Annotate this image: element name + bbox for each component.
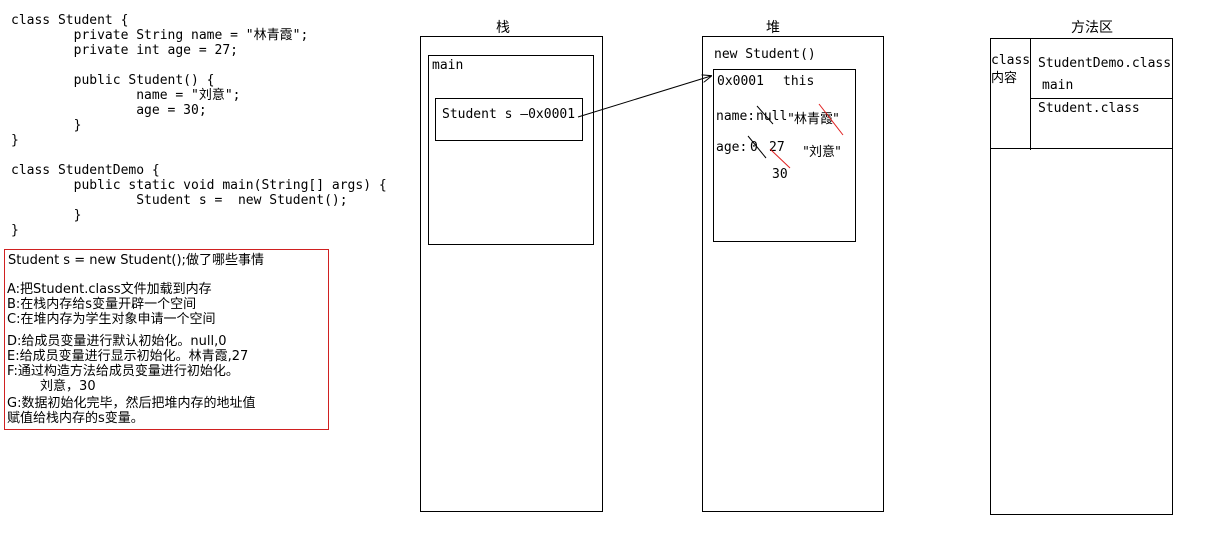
notes-box: Student s = new Student();做了哪些事情 A:把Stud… [4, 249, 329, 430]
name-constructor-value: "刘意" [803, 145, 841, 160]
note-line-g: G:数据初始化完毕，然后把堆内存的地址值 [7, 396, 256, 411]
note-line-d: D:给成员变量进行默认初始化。null,0 [7, 334, 227, 349]
stack-variable-box [435, 98, 583, 141]
main-frame [428, 55, 594, 245]
code-line: private String name = "林青霞"; [11, 28, 309, 43]
code-line: } [11, 208, 82, 223]
note-line-a: A:把Student.class文件加载到内存 [7, 282, 212, 297]
code-line: age = 30; [11, 103, 207, 118]
object-address: 0x0001 [717, 74, 764, 89]
note-line-g2: 赋值给栈内存的s变量。 [7, 411, 144, 426]
code-line: public Student() { [11, 73, 215, 88]
student-class-entry: Student.class [1038, 101, 1140, 116]
heap-region [702, 36, 884, 512]
method-area-title: 方法区 [1071, 20, 1113, 36]
class-content-divider [1030, 38, 1031, 150]
note-line-c: C:在堆内存为学生对象申请一个空间 [7, 312, 216, 327]
code-line: private int age = 27; [11, 43, 238, 58]
name-default-value: null [756, 109, 788, 124]
object-this-label: this [783, 74, 815, 89]
studentdemo-main-entry: main [1042, 78, 1074, 93]
note-line-f2: 刘意，30 [7, 379, 96, 394]
code-line: name = "刘意"; [11, 88, 241, 103]
age-constructor-value: 30 [772, 167, 788, 182]
class-content-label-1: class [991, 53, 1031, 68]
note-line-f: F:通过构造方法给成员变量进行初始化。 [7, 364, 239, 379]
heap-header: new Student() [714, 47, 816, 62]
class-entry-divider [1030, 98, 1173, 99]
code-line: } [11, 223, 19, 238]
code-line: class StudentDemo { [11, 163, 160, 178]
age-default-value: 0 [750, 140, 758, 155]
age-field-label: age: [716, 140, 748, 155]
code-line: class Student { [11, 13, 129, 28]
notes-title: Student s = new Student();做了哪些事情 [8, 253, 264, 268]
stack-region [420, 36, 603, 512]
name-explicit-value: "林青霞" [788, 112, 839, 127]
class-content-box [990, 38, 1173, 149]
class-content-label-2: 内容 [991, 71, 1018, 86]
stack-title: 栈 [496, 20, 510, 36]
code-line: Student s = new Student(); [11, 193, 348, 208]
stack-variable-label: Student s —0x0001 [442, 107, 576, 122]
code-line: public static void main(String[] args) { [11, 178, 387, 193]
age-explicit-value: 27 [769, 140, 785, 155]
code-line: } [11, 118, 82, 133]
studentdemo-class-entry: StudentDemo.class [1038, 56, 1172, 71]
student-object-box [713, 69, 856, 242]
note-line-e: E:给成员变量进行显示初始化。林青霞,27 [7, 349, 249, 364]
main-frame-label: main [432, 58, 464, 73]
code-line: } [11, 133, 19, 148]
heap-title: 堆 [766, 20, 780, 36]
code-block: class Student { private String name = "林… [11, 13, 411, 243]
name-field-label: name: [716, 109, 756, 124]
note-line-b: B:在栈内存给s变量开辟一个空间 [7, 297, 197, 312]
